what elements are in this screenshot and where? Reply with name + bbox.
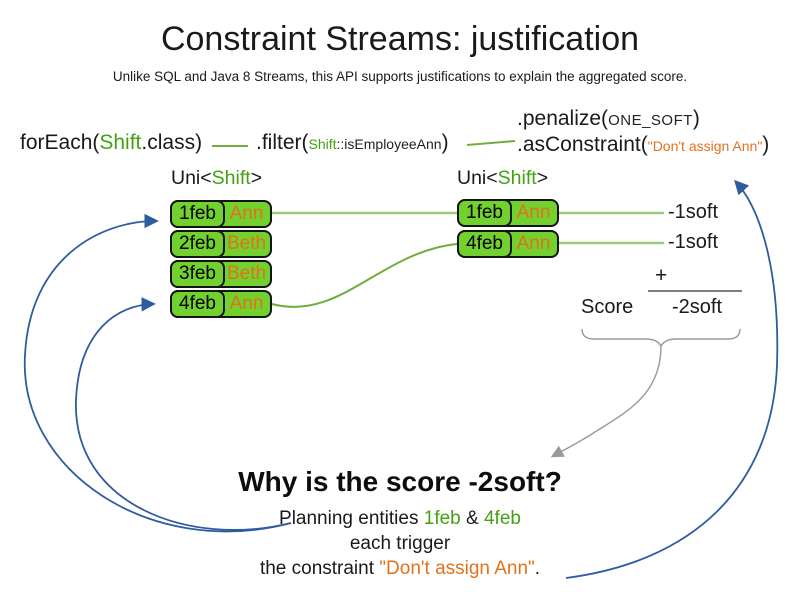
code-asconstraint-arg: "Don't assign Ann" bbox=[647, 138, 763, 154]
code-penalize-arg: ONE_SOFT bbox=[608, 112, 693, 129]
shift-date: 1feb bbox=[457, 199, 512, 227]
left-stream-header: Uni<Shift> bbox=[171, 167, 262, 190]
code-asconstraint-pre: .asConstraint( bbox=[517, 133, 648, 156]
code-foreach-post: .class) bbox=[141, 131, 203, 154]
code-asconstraint-post: ) bbox=[762, 133, 770, 156]
shift-date: 3feb bbox=[170, 260, 225, 288]
explanation-constraint-line: the constraint "Don't assign Ann". bbox=[0, 558, 800, 580]
right-header-pre: Uni< bbox=[457, 167, 498, 189]
arrow-brace-to-question bbox=[550, 345, 662, 458]
match-weight-2: -1soft bbox=[668, 231, 719, 253]
score-label: Score bbox=[581, 296, 634, 318]
right-row-1feb: 1feb Ann bbox=[457, 199, 559, 227]
right-stream-header: Uni<Shift> bbox=[457, 167, 548, 190]
match-weight-1: -1soft bbox=[668, 201, 719, 223]
code-filter: .filter(Shift::isEmployeeAnn) bbox=[256, 131, 449, 155]
constraint-post: . bbox=[534, 558, 541, 579]
page-title: Constraint Streams: justification bbox=[160, 20, 640, 58]
shift-employee: Beth bbox=[226, 233, 267, 254]
entity-4feb: 4feb bbox=[483, 508, 521, 529]
shift-date: 1feb bbox=[170, 200, 225, 228]
shift-employee: Ann bbox=[516, 202, 551, 223]
left-row-3feb: 3feb Beth bbox=[170, 260, 272, 288]
code-filter-post: ) bbox=[441, 131, 449, 154]
explanation-entities-line: Planning entities 1feb & 4feb bbox=[0, 508, 800, 530]
left-header-pre: Uni< bbox=[171, 167, 212, 189]
right-header-token: Shift bbox=[497, 167, 537, 189]
plus-sign: + bbox=[655, 264, 668, 287]
code-penalize-post: ) bbox=[692, 107, 700, 130]
left-row-4feb: 4feb Ann bbox=[170, 290, 272, 318]
code-filter-method: ::isEmployeeAnn bbox=[336, 136, 442, 152]
right-row-4feb: 4feb Ann bbox=[457, 230, 559, 258]
code-foreach-class-token: Shift bbox=[99, 131, 142, 154]
shift-employee: Ann bbox=[229, 203, 264, 224]
page-subtitle: Unlike SQL and Java 8 Streams, this API … bbox=[112, 69, 688, 84]
constraint-name: "Don't assign Ann" bbox=[379, 558, 535, 579]
code-filter-class-token: Shift bbox=[308, 136, 337, 152]
left-header-token: Shift bbox=[211, 167, 251, 189]
code-penalize-pre: .penalize( bbox=[517, 107, 609, 130]
shift-date: 4feb bbox=[457, 230, 512, 258]
why-question: Why is the score -2soft? bbox=[238, 466, 562, 497]
explanation-trigger-line: each trigger bbox=[349, 533, 451, 554]
score-brace bbox=[581, 328, 741, 348]
code-penalize: .penalize(ONE_SOFT) bbox=[517, 107, 700, 131]
connector-4feb-row bbox=[271, 243, 458, 308]
entity-1feb: 1feb bbox=[423, 508, 461, 529]
shift-date: 2feb bbox=[170, 230, 225, 258]
shift-employee: Ann bbox=[516, 233, 551, 254]
shift-date: 4feb bbox=[170, 290, 225, 318]
constraint-pre: the constraint bbox=[259, 558, 380, 579]
left-row-1feb: 1feb Ann bbox=[170, 200, 272, 228]
code-foreach: forEach(Shift.class) bbox=[20, 131, 202, 155]
code-connector-2 bbox=[466, 140, 516, 146]
entities-pre: Planning entities bbox=[279, 508, 424, 529]
code-foreach-pre: forEach( bbox=[20, 131, 100, 154]
code-filter-pre: .filter( bbox=[256, 131, 309, 154]
shift-employee: Ann bbox=[229, 293, 264, 314]
left-row-2feb: 2feb Beth bbox=[170, 230, 272, 258]
shift-employee: Beth bbox=[226, 263, 267, 284]
score-total: -2soft bbox=[672, 296, 723, 318]
right-header-post: > bbox=[536, 167, 549, 189]
left-header-post: > bbox=[250, 167, 263, 189]
code-asconstraint: .asConstraint("Don't assign Ann") bbox=[517, 133, 769, 157]
entities-mid: & bbox=[460, 508, 484, 529]
